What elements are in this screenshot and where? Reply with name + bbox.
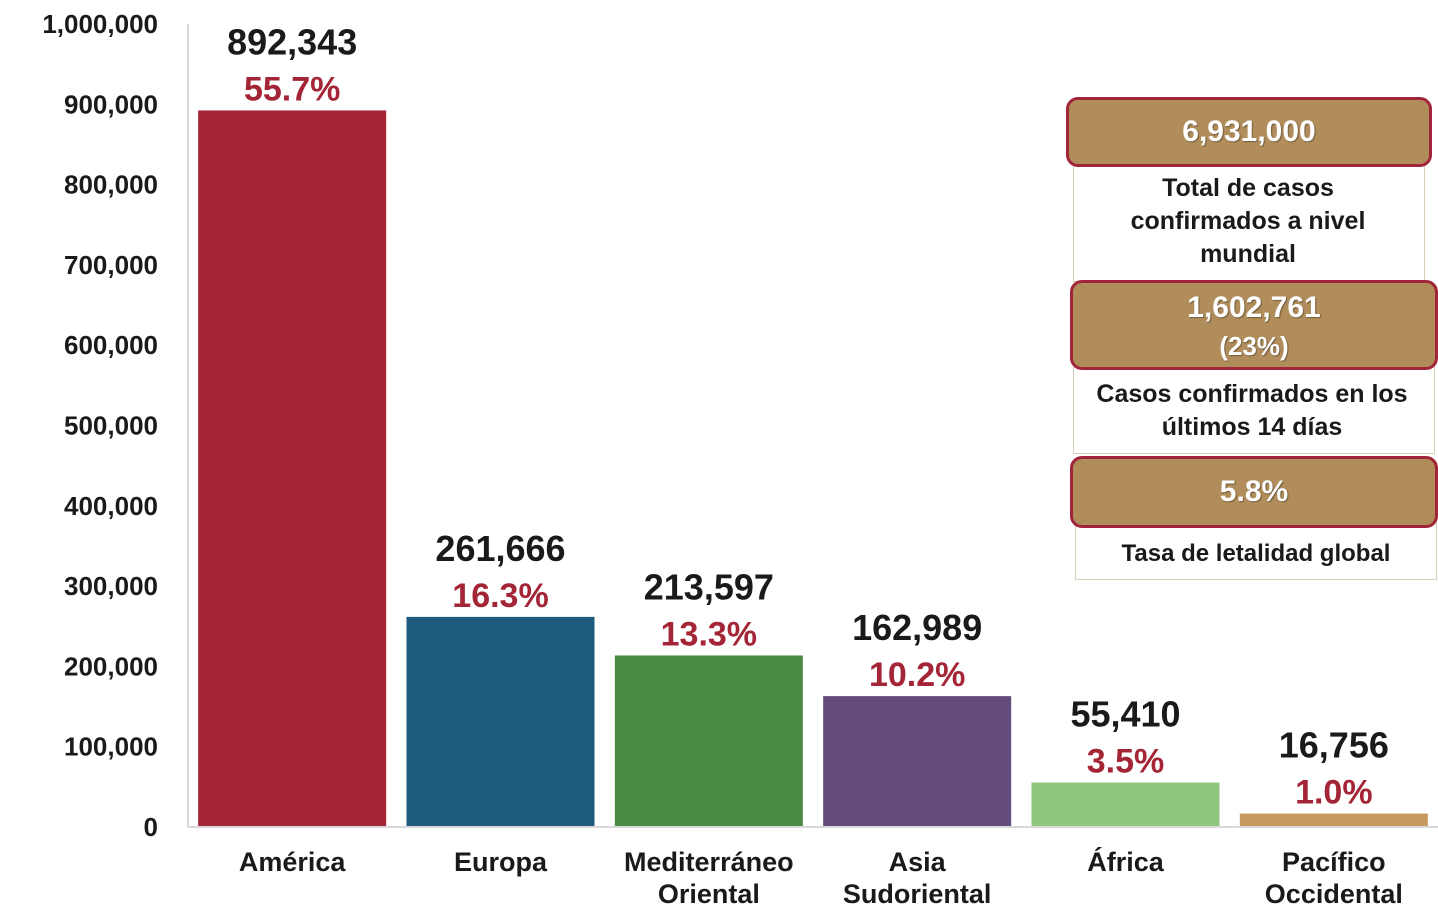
y-tick-label: 700,000 bbox=[64, 250, 158, 280]
lethality-label: Tasa de letalidad global bbox=[1121, 540, 1391, 567]
recent-cases-value: 1,602,761 bbox=[1187, 291, 1321, 324]
recent-cases-percent: (23%) bbox=[1219, 331, 1289, 361]
y-tick-label: 0 bbox=[144, 812, 158, 842]
y-tick-label: 400,000 bbox=[64, 491, 158, 521]
bar-value-label: 55,410 bbox=[1070, 694, 1180, 735]
x-tick-label: África bbox=[1087, 846, 1165, 877]
bar-percent-label: 3.5% bbox=[1087, 743, 1165, 781]
bar-labels: 892,343 55.7% 261,666 16.3% 213,597 13.3% 162,… bbox=[227, 21, 1389, 811]
bar-value-label: 162,989 bbox=[852, 607, 982, 648]
bar-value-label: 892,343 bbox=[227, 21, 357, 62]
bar bbox=[1239, 813, 1428, 827]
bar bbox=[823, 696, 1012, 827]
bar-value-label: 213,597 bbox=[644, 566, 774, 607]
y-tick-label: 600,000 bbox=[64, 330, 158, 360]
bar-percent-label: 13.3% bbox=[661, 615, 757, 653]
total-cases-label: Total de casos confirmados a nivel mundi… bbox=[1130, 174, 1366, 268]
recent-cases-badge: 1,602,761 (23%) bbox=[1070, 280, 1438, 370]
total-cases-badge: 6,931,000 bbox=[1066, 97, 1432, 167]
bar-percent-label: 16.3% bbox=[452, 577, 548, 615]
y-tick-label: 900,000 bbox=[64, 89, 158, 119]
y-tick-label: 500,000 bbox=[64, 411, 158, 441]
x-tick-label: Europa bbox=[454, 847, 548, 877]
bar-percent-label: 55.7% bbox=[244, 70, 340, 108]
bar-percent-label: 1.0% bbox=[1295, 774, 1373, 812]
total-cases-value: 6,931,000 bbox=[1182, 115, 1316, 148]
bar bbox=[198, 110, 387, 828]
bar bbox=[1031, 782, 1220, 827]
recent-cases-label: Casos confirmados en los últimos 14 días bbox=[1096, 380, 1408, 441]
bar-percent-label: 10.2% bbox=[869, 656, 965, 694]
bar bbox=[614, 655, 803, 827]
y-tick-label: 100,000 bbox=[64, 732, 158, 762]
y-tick-label: 200,000 bbox=[64, 651, 158, 681]
x-tick-label: América bbox=[239, 847, 347, 877]
lethality-value: 5.8% bbox=[1219, 475, 1289, 508]
bar-value-label: 16,756 bbox=[1279, 725, 1389, 766]
y-tick-label: 1,000,000 bbox=[42, 9, 158, 39]
bars bbox=[198, 110, 1428, 828]
y-tick-label: 300,000 bbox=[64, 571, 158, 601]
lethality-badge: 5.8% bbox=[1070, 456, 1438, 528]
y-axis: 0 100,000 200,000 300,000 400,000 500,000 600,… bbox=[42, 9, 189, 842]
bar bbox=[406, 616, 595, 827]
bar-value-label: 261,666 bbox=[435, 528, 565, 569]
y-tick-label: 800,000 bbox=[64, 170, 158, 200]
